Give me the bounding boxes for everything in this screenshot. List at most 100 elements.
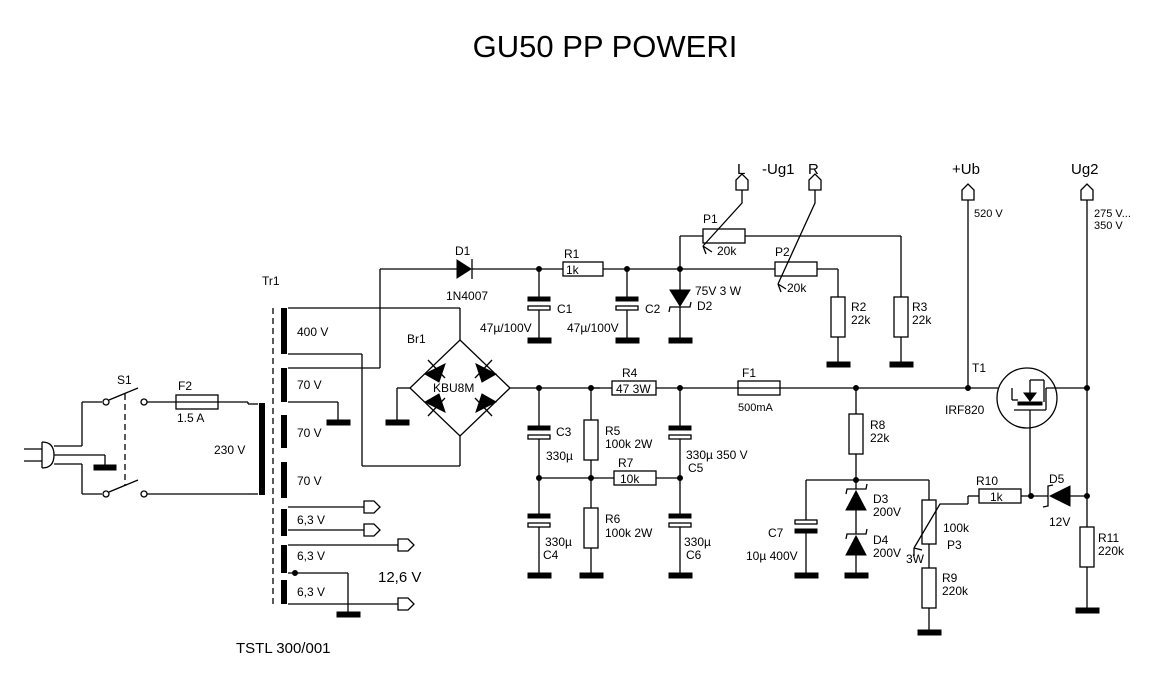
resistor-r9-value: 220k [942,584,969,598]
capacitor-c2 [615,296,639,302]
resistor-r3-value: 22k [912,313,932,327]
switch-s1 [82,387,148,498]
diode-d2-part: 75V 3 W [695,284,742,298]
capacitor-c5-ref: C5 [688,461,704,475]
mosfet-t1 [996,367,1087,496]
resistor-r6-value: 100k 2W [605,526,653,540]
ground-symbol [826,361,851,368]
resistor-r3-ref: R3 [912,300,928,314]
capacitor-c4 [527,513,551,519]
winding-label: 400 V [297,325,328,339]
diode-d1 [452,259,473,279]
resistor-r2 [830,296,846,338]
ground-symbol [527,337,552,344]
output-ug2-voltage: 350 V [1094,220,1123,232]
potentiometer-p3-rating: 3W [906,552,925,566]
resistor-r3 [893,296,909,338]
resistor-r11-ref: R11 [1098,531,1119,545]
diode-d3-part: 200V [873,505,901,519]
heater-series-voltage: 12,6 V [378,569,421,586]
resistor-r4-ref: R4 [622,366,638,380]
fuse-f2-ref: F2 [178,379,192,393]
capacitor-c6 [668,513,692,519]
resistor-r6-ref: R6 [605,512,621,526]
ground-symbol [889,361,914,368]
output-r-label: R [808,161,819,178]
capacitor-c5 [668,425,692,431]
winding-label: 6,3 V [297,585,325,599]
transformer-ref: Tr1 [262,274,280,288]
potentiometer-p1-ref: P1 [703,212,718,226]
resistor-r8 [848,413,864,455]
heater-output-connector [363,523,381,537]
diode-d2-ref: D2 [697,299,713,313]
resistor-r2-ref: R2 [851,300,867,314]
ground-symbol [794,572,819,579]
capacitor-c3-ref: C3 [556,425,572,439]
capacitor-c6-value: 330µ [684,535,711,549]
output-ub-label: +Ub [952,161,980,178]
capacitor-c5-value: 330µ 350 V [686,448,748,462]
potentiometer-p2-value: 20k [787,281,807,295]
heater-output-connector [363,500,381,514]
winding-label: 6,3 V [297,513,325,527]
fuse-f1-value: 500mA [738,402,774,414]
capacitor-c1 [527,296,551,302]
primary-voltage: 230 V [214,443,245,457]
output-r-connector [808,173,822,191]
ground-symbol [527,572,552,579]
winding-label: 70 V [297,474,322,488]
bridge-part: KBU8M [433,381,474,395]
transistor-part: IRF820 [945,403,985,417]
mains-plug-icon [24,441,55,469]
ground-symbol [917,629,942,636]
diode-d4-ref: D4 [873,533,889,547]
capacitor-c1-value: 47µ/100V [480,321,532,335]
switch-ref: S1 [117,373,132,387]
bridge-ref: Br1 [407,332,426,346]
potentiometer-p2 [774,261,818,277]
output-l-connector [735,173,749,191]
ground-symbol [579,572,604,579]
capacitor-c3-value: 330µ [546,449,573,463]
fuse-f1-ref: F1 [742,366,756,380]
diode-d3-ref: D3 [873,492,889,506]
output-ub-connector [961,183,975,201]
output-l-label: L [737,161,745,178]
resistor-r6 [583,507,599,549]
resistor-r5 [583,419,599,461]
capacitor-c1-ref: C1 [557,302,573,316]
fuse-f2-value: 1.5 A [177,411,204,425]
capacitor-c4-ref: C4 [543,548,559,562]
diode-d4-part: 200V [873,546,901,560]
resistor-r10-ref: R10 [976,474,998,488]
capacitor-c7-value: 10µ 400V [746,549,798,563]
ground-symbol [615,337,640,344]
potentiometer-p3-value: 100k [943,521,970,535]
capacitor-c4-value: 330µ [545,535,572,549]
winding-label: 70 V [297,426,322,440]
ground-symbol [1075,607,1100,614]
ground-symbol [668,337,693,344]
bridge-rectifier-br1 [409,339,511,437]
potentiometer-p3-ref: P3 [947,538,962,552]
resistor-r9-ref: R9 [942,571,958,585]
resistor-r5-value: 100k 2W [605,437,653,451]
ground-symbol [93,464,117,471]
resistor-r8-value: 22k [870,431,890,445]
heater-output-connector [397,597,415,611]
capacitor-c3 [527,425,551,431]
output-ug2-voltage: 275 V... [1094,208,1131,220]
diode-d5-ref: D5 [1049,472,1065,486]
resistor-r4-value: 47 3W [616,382,651,396]
diagram-title: GU50 PP POWERI [473,29,738,64]
resistor-r5-ref: R5 [605,424,621,438]
winding-label: 6,3 V [297,549,325,563]
capacitor-c6-ref: C6 [686,548,702,562]
ground-symbol [385,419,410,426]
resistor-r11 [1079,526,1095,568]
resistor-r1-ref: R1 [564,247,580,261]
output-ub-voltage: 520 V [974,208,1003,220]
capacitor-c2-ref: C2 [645,302,661,316]
